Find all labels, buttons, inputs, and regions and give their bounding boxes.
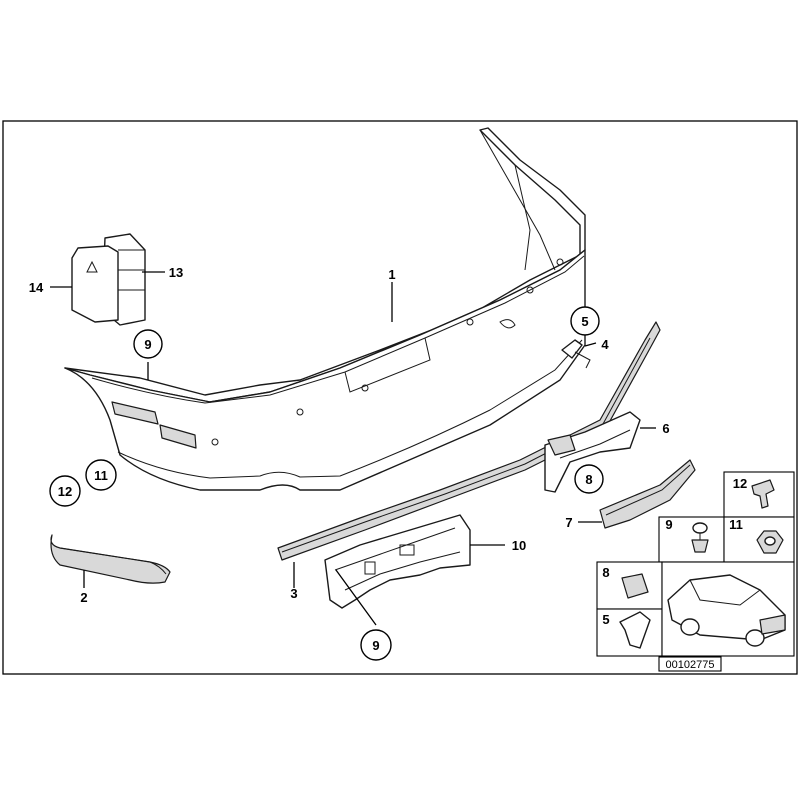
callout-2: 2 (80, 590, 87, 605)
callouts: 1 14 13 9 5 4 6 8 7 11 12 2 3 10 9 (29, 265, 670, 661)
callout-circle-8 (574, 464, 604, 494)
callout-12: 12 (58, 484, 72, 499)
callout-5: 5 (581, 314, 588, 329)
hex-nut-icon (756, 530, 784, 554)
callout-13: 13 (169, 265, 183, 280)
callout-6: 6 (662, 421, 669, 436)
legend-cell-9 (658, 516, 725, 563)
callout-4: 4 (601, 337, 609, 352)
carrier-bracket-part (544, 411, 641, 493)
legend-label-11: 11 (729, 517, 743, 532)
callout-circle-12 (49, 475, 81, 507)
bracket-icon (619, 611, 651, 649)
vehicle-location-icon (667, 574, 786, 647)
callout-circle-11 (85, 459, 117, 491)
callout-circle-9-lower (360, 629, 392, 661)
callout-circle-5 (570, 306, 600, 336)
callout-10: 10 (512, 538, 526, 553)
callout-14: 14 (29, 280, 44, 295)
callout-11: 11 (94, 468, 108, 483)
clip-rivet-icon (691, 522, 709, 553)
reference-number: 00102775 (666, 659, 715, 671)
lower-carrier-part (324, 514, 471, 609)
callout-3: 3 (290, 586, 297, 601)
legend-label-5: 5 (602, 612, 609, 627)
cover-cap-part (599, 459, 696, 529)
cap-icon (621, 573, 649, 599)
diagram-frame (2, 120, 798, 675)
small-bracket-part (561, 339, 591, 369)
callout-1: 1 (388, 267, 395, 282)
legend-label-12: 12 (733, 476, 747, 491)
callout-7: 7 (565, 515, 572, 530)
legend-label-9: 9 (665, 517, 672, 532)
bracket-assembly-part (71, 233, 146, 326)
callout-9-lower: 9 (372, 638, 379, 653)
bumper-strip-part (277, 321, 661, 561)
bolt-icon (751, 479, 775, 509)
callout-circle-9-upper (133, 329, 163, 359)
callout-8: 8 (585, 472, 592, 487)
callout-9-upper: 9 (144, 337, 151, 352)
leader-lines (50, 271, 656, 626)
trim-strip-part (50, 534, 171, 584)
reference-number-box (658, 656, 722, 672)
parts-legend: 12 9 11 8 5 00102775 (596, 471, 795, 672)
legend-label-8: 8 (602, 565, 609, 580)
rear-bumper-cover (64, 127, 586, 491)
